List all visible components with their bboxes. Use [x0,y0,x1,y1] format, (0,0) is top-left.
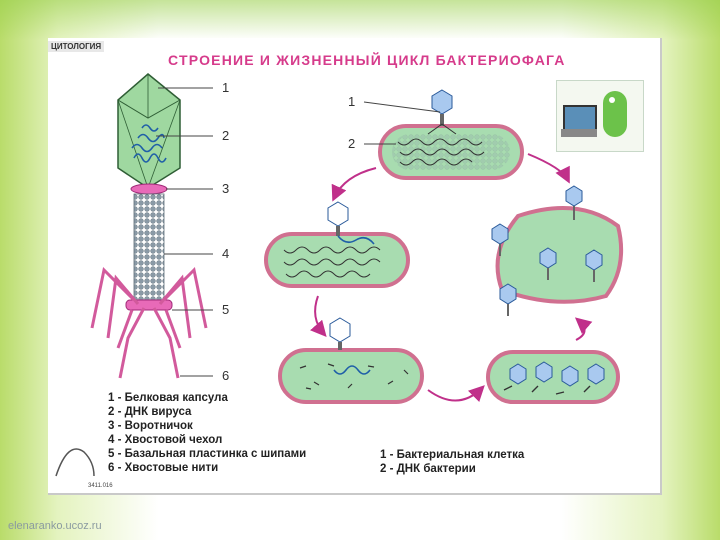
corner-curve-icon [55,448,95,477]
phage-number-5: 5 [222,302,229,317]
cycle-arrows [310,153,593,403]
viral-dna [131,124,167,163]
phage-number-4: 4 [222,246,229,261]
tail-fibers [90,266,208,379]
stage-injection [264,201,410,288]
legend-item: 1 - Бактериальная клетка [380,449,525,461]
cell-number-2: 2 [348,136,355,151]
phage-number-6: 6 [222,368,229,383]
stage-replication [278,317,424,404]
legend-item: 3 - Воротничок [108,420,193,432]
base-plate [125,299,173,311]
mascot-logo [556,80,644,152]
legend-item: 6 - Хвостовые нити [108,462,219,474]
stage-attachment [378,89,524,180]
phage-legend: 1 - Белковая капсула 2 - ДНК вируса 3 - … [108,391,306,475]
stage-lysis [491,185,624,316]
legend-item: 1 - Белковая капсула [108,392,228,404]
stage-assembly [486,350,620,404]
legend-item: 5 - Базальная пластинка с шипами [108,448,307,460]
protein-capsid [117,73,181,189]
cell-legend: 1 - Бактериальная клетка 2 - ДНК бактери… [380,448,524,476]
legend-item: 2 - ДНК вируса [108,406,192,418]
phage-number-3: 3 [222,181,229,196]
collar [130,183,168,195]
phage-structure [90,73,213,379]
legend-item: 2 - ДНК бактерии [380,463,476,475]
legend-item: 4 - Хвостовой чехол [108,434,223,446]
tail-sheath [133,193,165,305]
page-title: СТРОЕНИЕ И ЖИЗНЕННЫЙ ЦИКЛ БАКТЕРИОФАГА [168,52,566,68]
footer-url: elenaranko.ucoz.ru [8,520,102,532]
bacteriophage-diagram: 1 2 3 4 5 6 1 2 [90,73,624,404]
phage-number-2: 2 [222,128,229,143]
cell-number-1: 1 [348,94,355,109]
slide-frame: ЦИТОЛОГИЯ СТРОЕНИЕ И ЖИЗНЕННЫЙ ЦИКЛ БАКТ… [48,38,662,495]
figure-code: 3411.016 [88,483,113,489]
phage-number-1: 1 [222,80,229,95]
section-tag: ЦИТОЛОГИЯ [48,41,105,52]
background-leaves [0,0,720,40]
